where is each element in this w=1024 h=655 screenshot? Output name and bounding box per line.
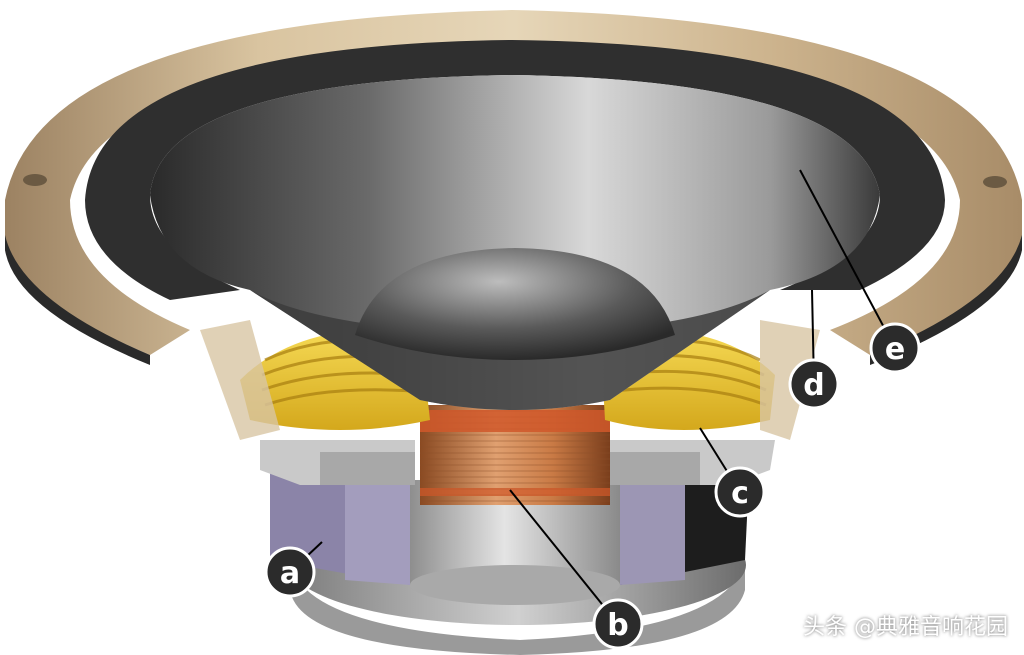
surround (85, 40, 945, 300)
svg-text:c: c (731, 476, 749, 511)
dust-cap (355, 248, 675, 360)
leader-line-b (509, 489, 619, 625)
svg-text:b: b (607, 608, 628, 643)
label-b: b (592, 598, 644, 650)
label-c: c (714, 466, 766, 518)
label-e: e (869, 322, 921, 374)
mount-hole-left (23, 174, 47, 186)
frame-rim (5, 10, 1022, 355)
label-d: d (788, 358, 840, 410)
svg-text:a: a (280, 556, 300, 591)
svg-text:d: d (803, 368, 824, 403)
watermark: 头条 @典雅音响花园 (803, 615, 1008, 640)
leader-line-e (799, 169, 896, 349)
svg-text:e: e (885, 332, 905, 367)
label-a: a (264, 546, 316, 598)
mount-hole-right (983, 176, 1007, 188)
